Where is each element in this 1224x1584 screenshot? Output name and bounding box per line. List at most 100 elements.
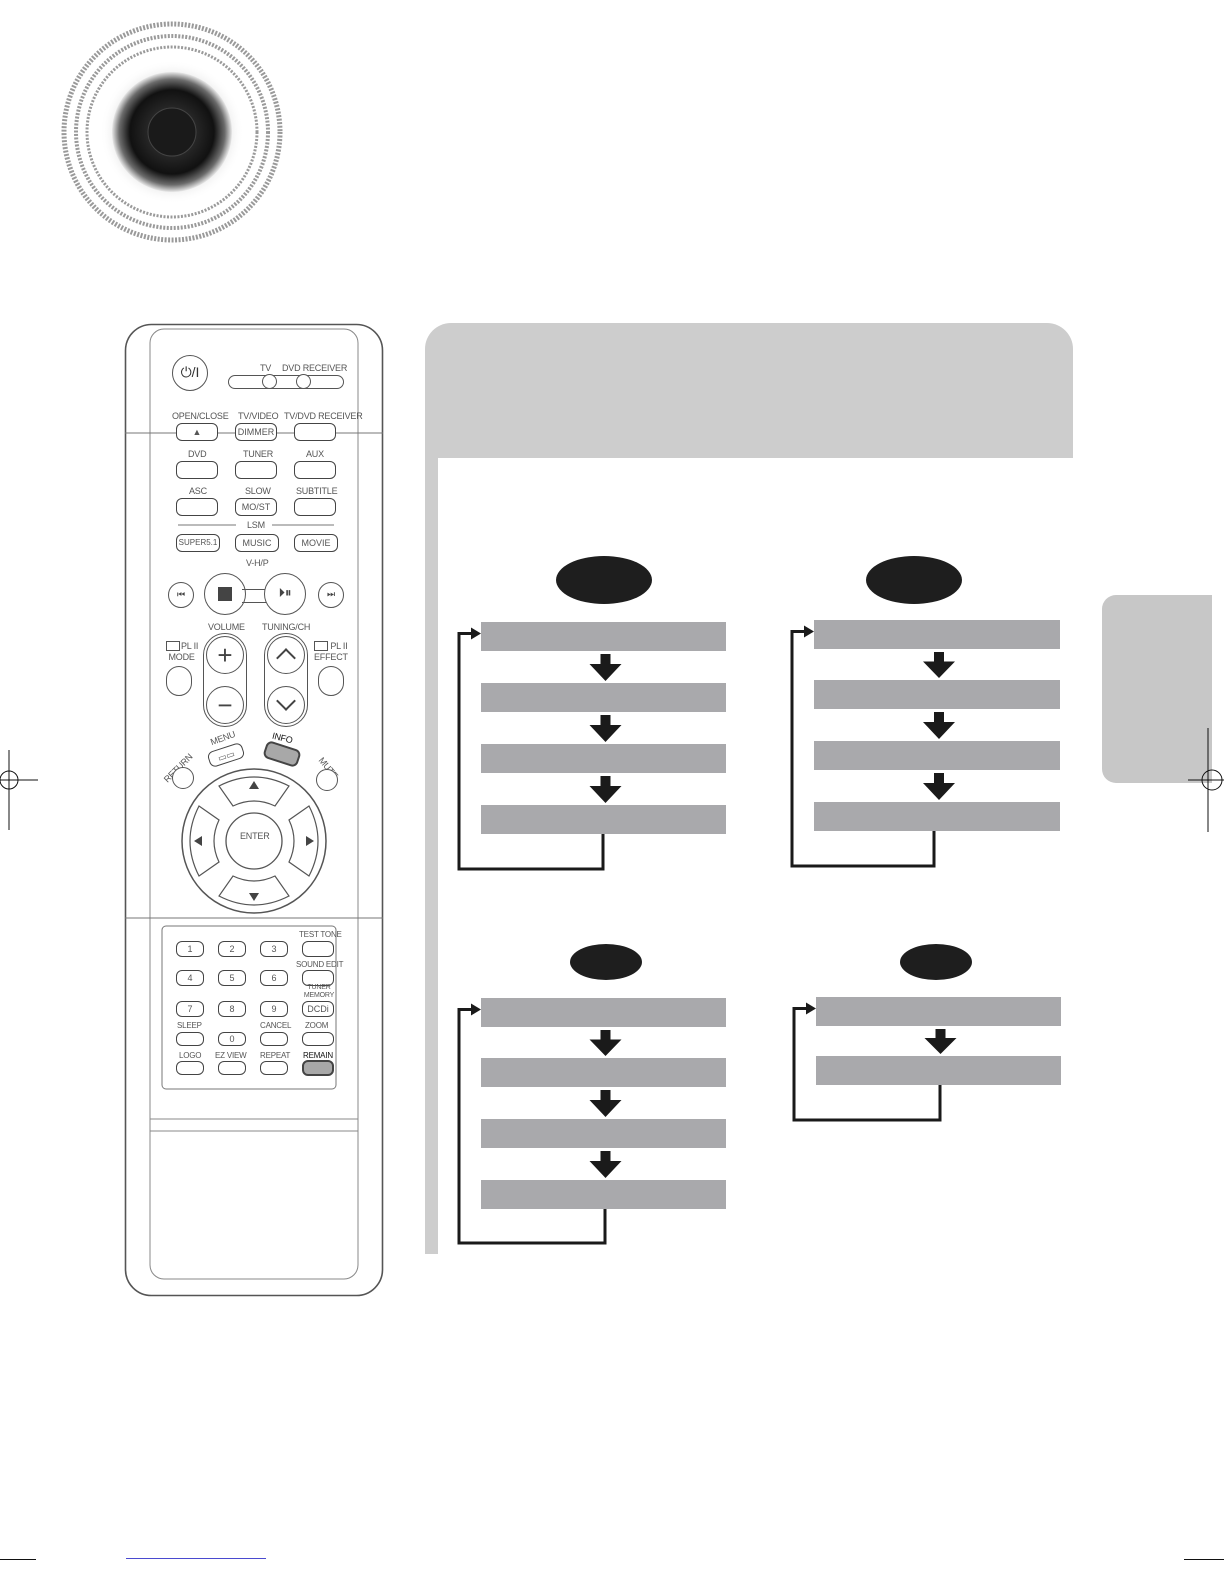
down-arrow-icon xyxy=(589,725,622,742)
crop-mark xyxy=(1184,1559,1224,1560)
super51-button[interactable]: SUPER5.1 xyxy=(176,534,220,552)
registration-mark-right xyxy=(1188,728,1224,832)
right-arrow-icon xyxy=(804,625,814,638)
key-5[interactable]: 5 xyxy=(218,970,246,986)
slow-label: SLOW xyxy=(245,486,271,496)
loop-return-line xyxy=(457,632,605,871)
dvd-label: DVD xyxy=(188,449,207,459)
flow-step-bar xyxy=(481,998,726,1027)
down-arrow-icon xyxy=(935,1029,946,1039)
loop-return-line xyxy=(790,630,936,868)
footer-rule xyxy=(126,1558,266,1559)
pl2-effect-label: PL II EFFECT xyxy=(314,641,348,662)
tv-mode-led xyxy=(262,374,277,389)
movie-button[interactable]: MOVIE xyxy=(294,534,338,552)
stop-button[interactable] xyxy=(204,573,246,615)
key-7[interactable]: 7 xyxy=(176,1001,204,1017)
key-9[interactable]: 9 xyxy=(260,1001,288,1017)
down-arrow-icon xyxy=(589,664,622,681)
open-close-button[interactable]: ▲ xyxy=(176,423,218,441)
tuning-down-button[interactable] xyxy=(267,686,305,724)
music-button[interactable]: MUSIC xyxy=(235,534,279,552)
lsm-label: LSM xyxy=(247,520,265,530)
play-pause-icon: ⏵⏸ xyxy=(278,585,292,600)
skip-forward-button[interactable]: ⏭ xyxy=(318,582,344,608)
zoom-button[interactable] xyxy=(302,1032,334,1046)
remote-control: ⏻/I TV DVD RECEIVER OPEN/CLOSE TV/VIDEO … xyxy=(124,323,384,1297)
tuning-ch-label: TUNING/CH xyxy=(262,622,311,632)
right-arrow-icon xyxy=(471,1003,481,1016)
sleep-label: SLEEP xyxy=(177,1021,202,1030)
cancel-label: CANCEL xyxy=(260,1021,292,1030)
cancel-button[interactable] xyxy=(260,1032,288,1046)
dimmer-button[interactable]: DIMMER xyxy=(235,423,277,441)
volume-down-button[interactable]: − xyxy=(206,686,244,724)
subtitle-button[interactable] xyxy=(294,498,336,516)
remain-label: REMAIN xyxy=(303,1051,333,1060)
key-2[interactable]: 2 xyxy=(218,941,246,957)
test-tone-button[interactable] xyxy=(302,941,334,957)
logo-button[interactable] xyxy=(176,1061,204,1075)
tuner-label: TUNER xyxy=(243,449,273,459)
sound-edit-button[interactable] xyxy=(302,970,334,986)
dvd-button[interactable] xyxy=(176,461,218,479)
down-arrow-icon xyxy=(923,722,955,739)
dolby-icon xyxy=(166,641,180,651)
tuning-up-button[interactable] xyxy=(267,636,305,674)
flow-step-bar xyxy=(481,683,726,712)
chapter-tab xyxy=(1102,595,1212,783)
power-button[interactable]: ⏻/I xyxy=(172,355,208,391)
test-tone-label: TEST TONE xyxy=(299,930,342,939)
speaker-logo-graphic xyxy=(61,21,283,243)
down-arrow-icon xyxy=(924,1038,957,1054)
asc-button[interactable] xyxy=(176,498,218,516)
key-8[interactable]: 8 xyxy=(218,1001,246,1017)
tuner-button[interactable] xyxy=(235,461,277,479)
subtitle-label: SUBTITLE xyxy=(296,486,338,496)
aux-button[interactable] xyxy=(294,461,336,479)
dcdi-button[interactable]: DCDi xyxy=(302,1001,334,1017)
key-0[interactable]: 0 xyxy=(218,1032,246,1046)
flow-step-bar xyxy=(481,1180,726,1209)
down-arrow-icon xyxy=(589,1039,622,1056)
key-3[interactable]: 3 xyxy=(260,941,288,957)
skip-forward-icon: ⏭ xyxy=(326,589,336,599)
skip-back-button[interactable]: ⏮ xyxy=(168,582,194,608)
down-arrow-icon xyxy=(923,783,955,800)
right-arrow-icon xyxy=(806,1002,816,1015)
pl2-mode-button[interactable] xyxy=(166,666,192,696)
volume-label: VOLUME xyxy=(208,622,245,632)
pl2-mode-label: PL II MODE xyxy=(168,641,199,662)
down-arrow-icon xyxy=(589,1161,622,1178)
key-1[interactable]: 1 xyxy=(176,941,204,957)
stop-icon xyxy=(218,587,232,601)
flow-step-bar xyxy=(816,1056,1061,1085)
flow-step-bar xyxy=(481,1058,726,1087)
mute-button[interactable] xyxy=(316,769,338,791)
dvd-receiver-label: DVD RECEIVER xyxy=(282,363,348,373)
volume-up-button[interactable]: + xyxy=(206,636,244,674)
return-button[interactable] xyxy=(172,767,194,789)
loop-return-line xyxy=(792,1007,942,1122)
sleep-button[interactable] xyxy=(176,1032,204,1046)
down-arrow-icon xyxy=(600,776,611,786)
down-arrow-icon xyxy=(934,652,944,662)
repeat-button[interactable] xyxy=(260,1061,288,1075)
pl2-effect-button[interactable] xyxy=(318,666,344,696)
flow-step-bar xyxy=(481,744,726,773)
key-6[interactable]: 6 xyxy=(260,970,288,986)
flow-title-oval xyxy=(570,944,642,980)
play-pause-button[interactable]: ⏵⏸ xyxy=(264,573,306,615)
loop-return-line xyxy=(457,1008,607,1245)
tv-dvd-receiver-button[interactable] xyxy=(294,423,336,441)
ez-view-button[interactable] xyxy=(218,1061,246,1075)
down-arrow-icon xyxy=(923,661,955,678)
remain-button[interactable] xyxy=(302,1060,334,1076)
direction-pad[interactable] xyxy=(179,766,329,916)
skip-back-icon: ⏮ xyxy=(176,589,186,599)
flow-step-bar xyxy=(814,741,1060,770)
flow-step-bar xyxy=(481,622,726,651)
mo-st-button[interactable]: MO/ST xyxy=(235,498,277,516)
mode-indicator-bar xyxy=(228,375,344,389)
key-4[interactable]: 4 xyxy=(176,970,204,986)
